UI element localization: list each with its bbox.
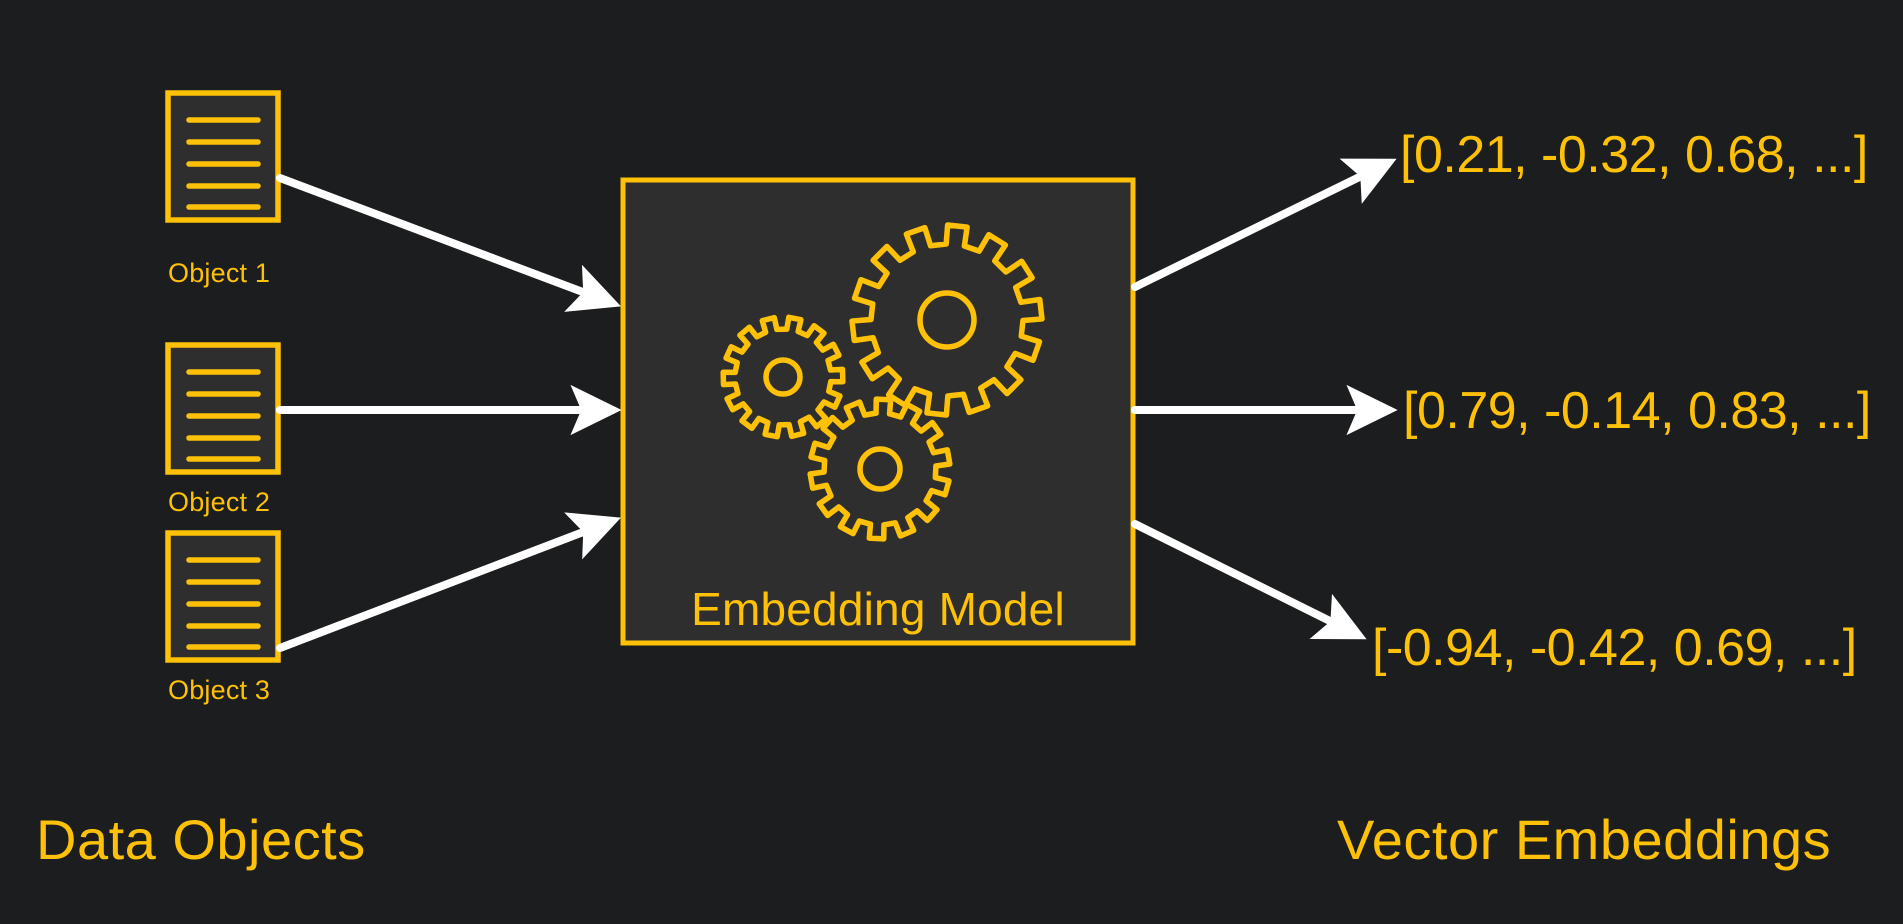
object-label-2: Object 2 (168, 487, 271, 517)
vector-embedding-1: [0.21, -0.32, 0.68, ...] (1400, 126, 1868, 184)
gears-icon (720, 222, 1045, 542)
output-arrow-3 (1131, 520, 1367, 640)
right-section-title: Vector Embeddings (1337, 808, 1832, 871)
document-icon[interactable] (165, 90, 281, 223)
input-arrow-3 (276, 512, 621, 652)
document-icon[interactable] (165, 342, 281, 475)
document-icon[interactable] (165, 530, 281, 663)
left-section-title: Data Objects (36, 808, 366, 871)
output-arrow-1 (1131, 158, 1397, 291)
object-label-3: Object 3 (168, 675, 271, 705)
object-label-1: Object 1 (168, 258, 271, 288)
vector-embedding-2: [0.79, -0.14, 0.83, ...] (1403, 382, 1871, 440)
input-arrow-1 (276, 174, 621, 312)
vector-embedding-3: [-0.94, -0.42, 0.69, ...] (1372, 619, 1857, 677)
embedding-model-title: Embedding Model (691, 583, 1065, 635)
